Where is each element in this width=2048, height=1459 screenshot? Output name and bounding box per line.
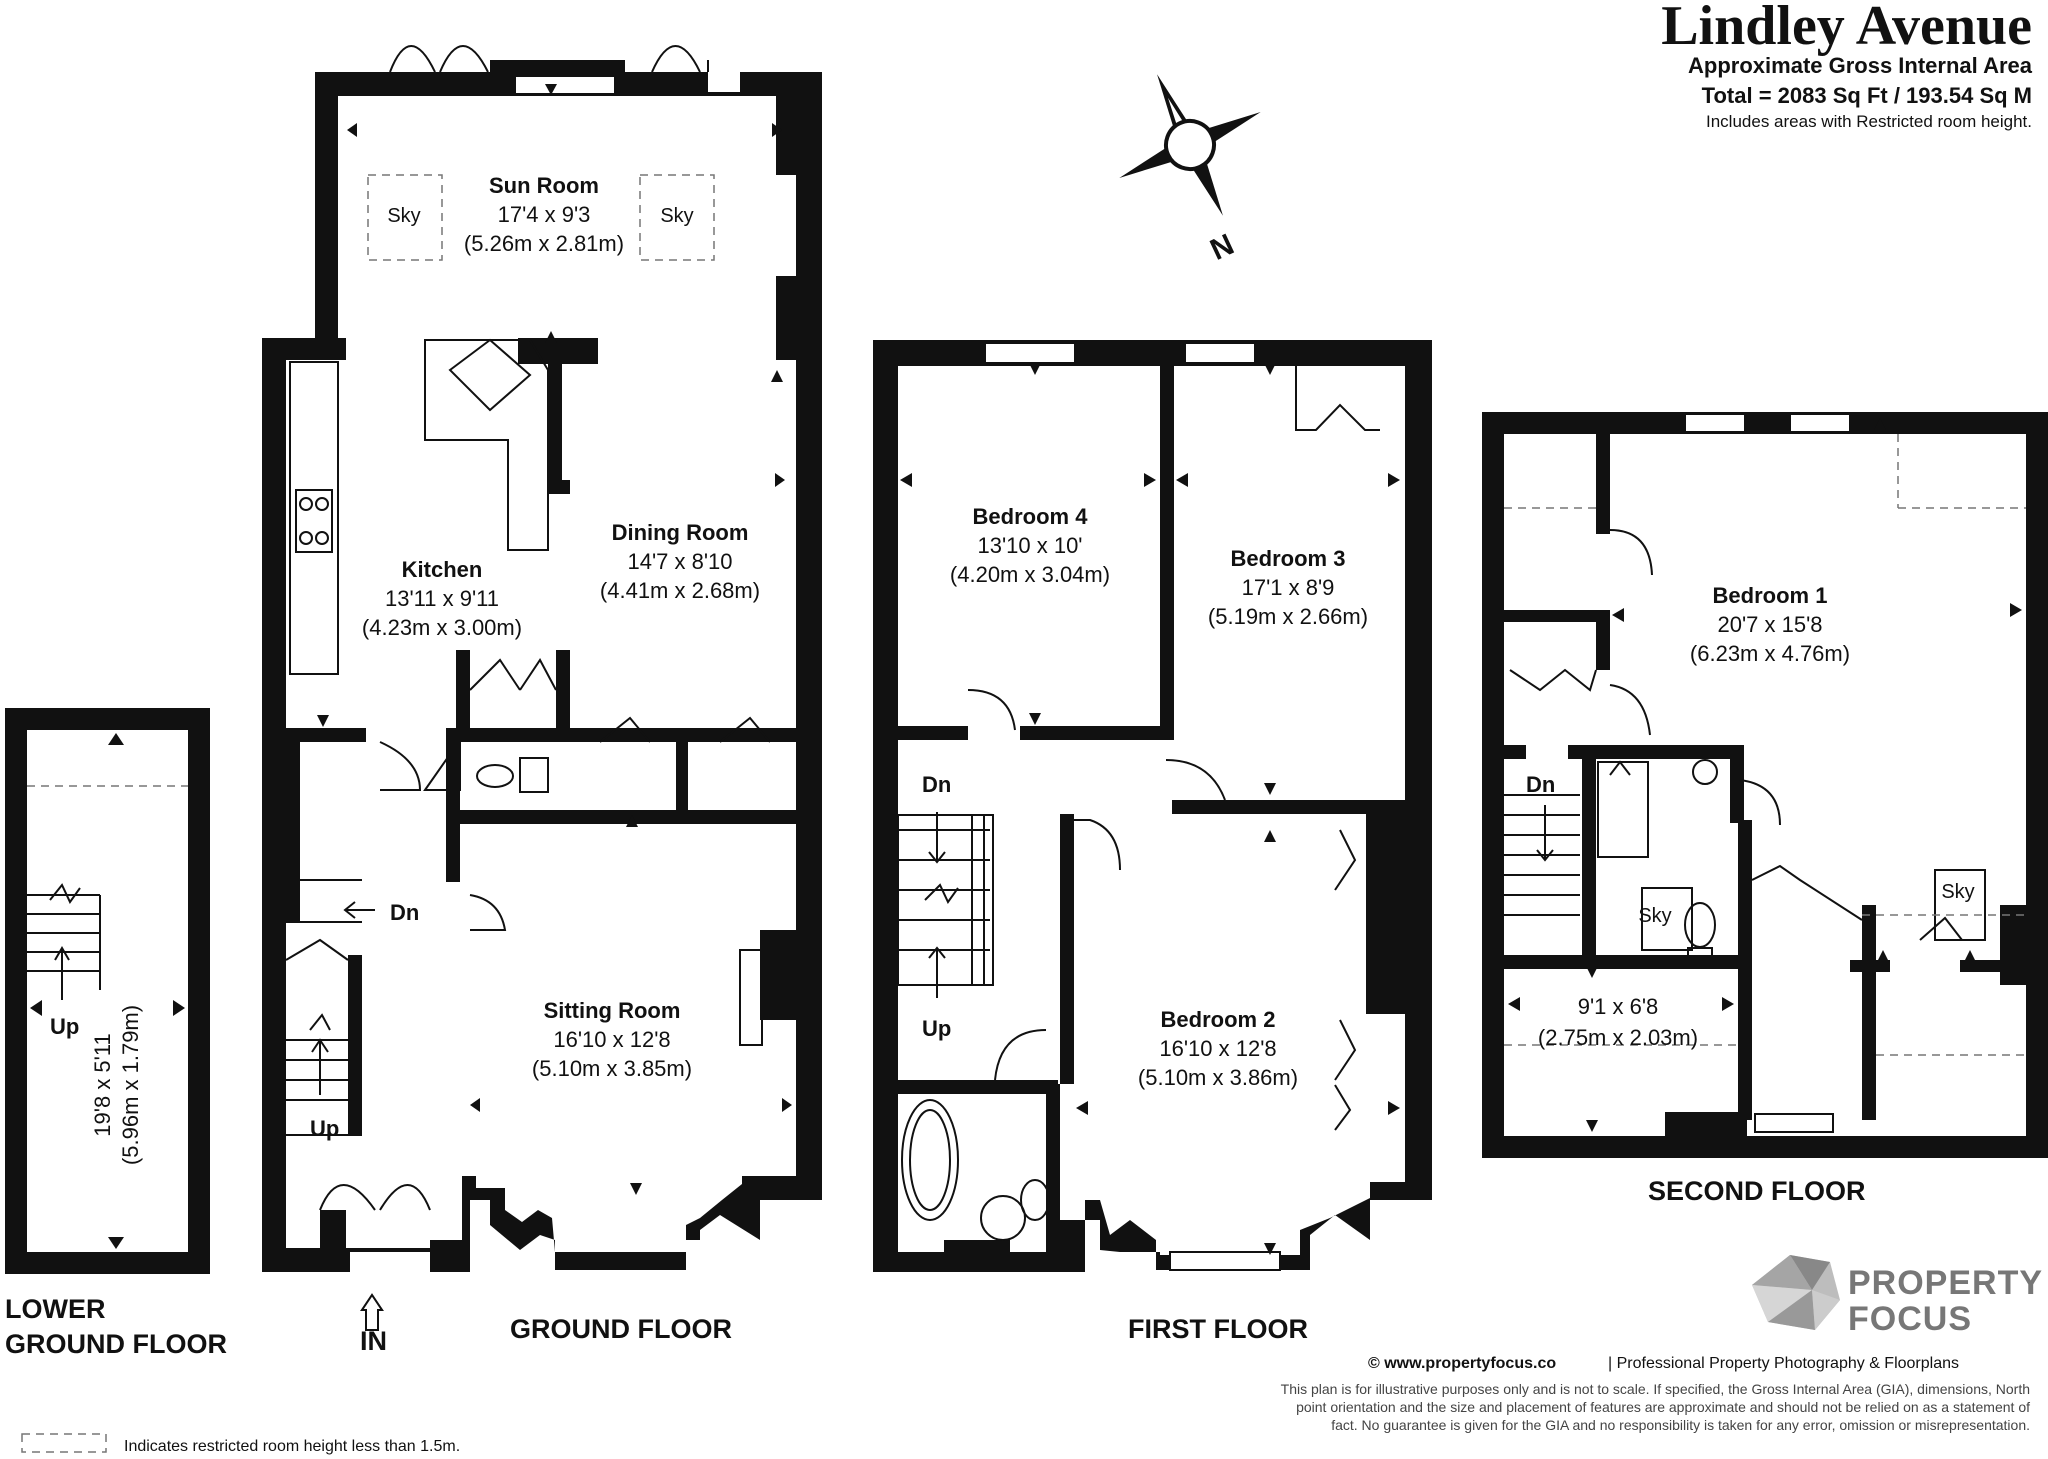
sun-room-metric: (5.26m x 2.81m) <box>464 231 624 256</box>
disclaimer-line2: point orientation and the size and place… <box>1296 1399 2030 1415</box>
restricted-height-legend-swatch <box>21 1433 107 1453</box>
bedroom1-dimensions: 20'7 x 15'8 <box>1717 612 1822 637</box>
first-floor-label: FIRST FLOOR <box>1128 1314 1308 1344</box>
bedroom4-metric: (4.20m x 3.04m) <box>950 562 1110 587</box>
ground-floor-label: GROUND FLOOR <box>510 1314 732 1344</box>
brand-tagline: | Professional Property Photography & Fl… <box>1608 1355 1959 1372</box>
first-stairs-up-label: Up <box>922 1016 951 1041</box>
brand-website: © www.propertyfocus.co <box>1368 1355 1556 1372</box>
disclaimer-line1: This plan is for illustrative purposes o… <box>1281 1381 2030 1397</box>
restricted-height-note: Includes areas with Restricted room heig… <box>1706 112 2032 131</box>
ground-stairs-down-label: Dn <box>390 900 419 925</box>
lower-ground-floor-plan <box>5 708 210 1274</box>
second-small-room-metric: (2.75m x 2.03m) <box>1538 1025 1698 1050</box>
north-label: N <box>1205 228 1239 267</box>
property-title: Lindley Avenue <box>1661 0 2032 57</box>
bedroom3-dimensions: 17'1 x 8'9 <box>1242 575 1335 600</box>
bedroom2-dimensions: 16'10 x 12'8 <box>1159 1036 1276 1061</box>
property-focus-logo-icon <box>1752 1255 1840 1330</box>
restricted-height-legend: Indicates restricted room height less th… <box>124 1438 460 1455</box>
kitchen-metric: (4.23m x 3.00m) <box>362 615 522 640</box>
ground-stairs-up-label: Up <box>310 1116 339 1141</box>
brand-line2: FOCUS <box>1848 1300 1972 1338</box>
lower-ground-label-line2: GROUND FLOOR <box>5 1329 227 1359</box>
area-total: Total = 2083 Sq Ft / 193.54 Sq M <box>1702 83 2032 108</box>
second-sky-bedroom: Sky <box>1941 881 1974 903</box>
stairs-up-label: Up <box>50 1014 79 1039</box>
sun-room-sky-right: Sky <box>660 205 693 227</box>
entrance-arrow-head-icon <box>360 1293 384 1331</box>
sitting-room-name: Sitting Room <box>544 998 681 1023</box>
second-stairs-down-label: Dn <box>1526 772 1555 797</box>
second-floor-label: SECOND FLOOR <box>1648 1176 1866 1206</box>
first-floor-plan <box>873 340 1432 1272</box>
lower-ground-metric: (5.96m x 1.79m) <box>118 1005 143 1165</box>
compass-icon <box>1119 74 1261 216</box>
bedroom3-name: Bedroom 3 <box>1231 546 1346 571</box>
sun-room-name: Sun Room <box>489 173 599 198</box>
second-sky-ensuite: Sky <box>1638 905 1671 927</box>
dining-room-metric: (4.41m x 2.68m) <box>600 578 760 603</box>
second-floor-plan <box>1482 412 2048 1158</box>
ground-floor-plan <box>262 45 822 1272</box>
sun-room-dimensions: 17'4 x 9'3 <box>498 202 591 227</box>
bedroom1-name: Bedroom 1 <box>1713 583 1828 608</box>
dining-room-dimensions: 14'7 x 8'10 <box>627 549 732 574</box>
lower-ground-dimensions: 19'8 x 5'11 <box>90 1033 115 1136</box>
second-small-room-dimensions: 9'1 x 6'8 <box>1578 994 1659 1019</box>
bedroom2-name: Bedroom 2 <box>1161 1007 1276 1032</box>
disclaimer-line3: fact. No guarantee is given for the GIA … <box>1331 1417 2030 1433</box>
dining-room-name: Dining Room <box>612 520 749 545</box>
sitting-room-metric: (5.10m x 3.85m) <box>532 1056 692 1081</box>
brand-line1: PROPERTY <box>1848 1264 2043 1302</box>
entrance-label: IN <box>360 1326 387 1356</box>
bedroom2-metric: (5.10m x 3.86m) <box>1138 1065 1298 1090</box>
sitting-room-dimensions: 16'10 x 12'8 <box>553 1027 670 1052</box>
lower-ground-label-line1: LOWER <box>5 1294 106 1324</box>
area-label: Approximate Gross Internal Area <box>1688 53 2033 78</box>
bedroom1-metric: (6.23m x 4.76m) <box>1690 641 1850 666</box>
bedroom4-name: Bedroom 4 <box>973 504 1089 529</box>
first-stairs-down-label: Dn <box>922 772 951 797</box>
sun-room-sky-left: Sky <box>387 205 420 227</box>
kitchen-dimensions: 13'11 x 9'11 <box>385 586 499 611</box>
kitchen-name: Kitchen <box>402 557 483 582</box>
bedroom3-metric: (5.19m x 2.66m) <box>1208 604 1368 629</box>
bedroom4-dimensions: 13'10 x 10' <box>977 533 1082 558</box>
